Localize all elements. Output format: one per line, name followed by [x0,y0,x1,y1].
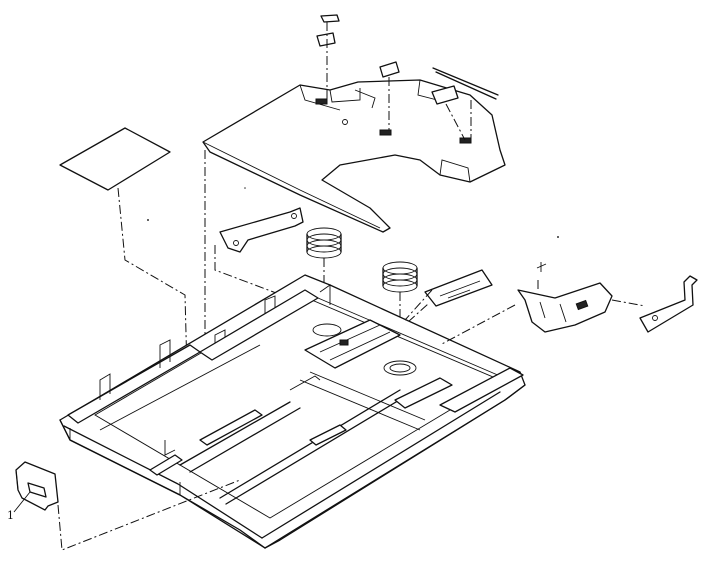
callout-label-1: 1 [7,509,14,522]
top-cover-plate [202,79,506,233]
left-bracket [219,207,304,253]
pad-small-a [316,32,336,47]
side-clip-part [15,461,241,551]
callout-1: 1 [7,491,31,522]
cover-small-parts [316,14,499,141]
strip-top [432,67,499,100]
slide-plate [407,269,493,323]
right-bracket-b [611,275,698,333]
scan-specks [147,187,559,238]
clip-top [320,14,340,23]
tray-base [59,274,526,549]
right-bracket-a [517,262,613,333]
pad-small-c [431,85,459,105]
pad-small-b [379,61,400,78]
